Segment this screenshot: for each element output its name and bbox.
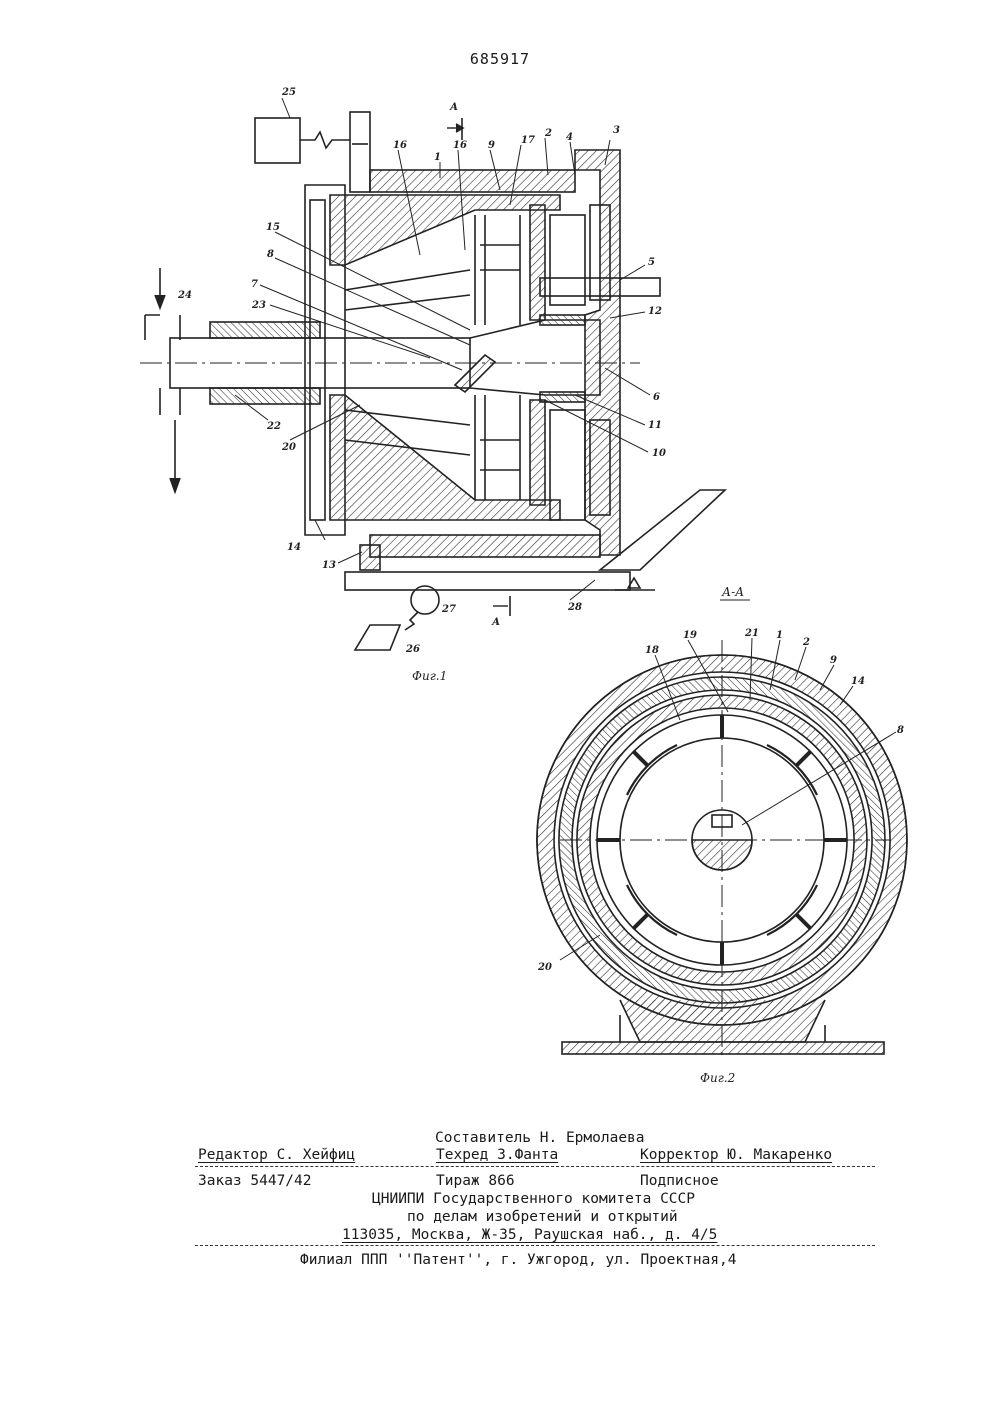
fig1-label: 9 — [488, 140, 495, 151]
section-label: А-А — [721, 585, 744, 599]
divider — [195, 1166, 875, 1167]
fig1-label: 24 — [177, 290, 192, 301]
compiler: Составитель Н. Ермолаева — [435, 1130, 645, 1146]
fig2-label: 8 — [897, 725, 904, 736]
block-26 — [355, 625, 400, 650]
fig1-label: 16 — [393, 140, 407, 151]
fig1-label: 1 — [434, 152, 441, 163]
corrector: Корректор Ю. Макаренко — [640, 1147, 832, 1163]
bearing-bottom — [210, 388, 320, 404]
base-frame — [345, 572, 630, 590]
drive-shaft-box — [350, 112, 370, 192]
right-housing — [575, 150, 620, 555]
branch: Филиал ППП ''Патент'', г. Ужгород, ул. П… — [300, 1252, 737, 1268]
fig1-label: 14 — [287, 542, 301, 553]
figure-2-cross-section — [537, 638, 907, 1060]
fig1-caption: Фиг.1 — [412, 669, 447, 683]
address: 113035, Москва, Ж-35, Раушская наб., д. … — [342, 1227, 717, 1243]
divider — [195, 1245, 875, 1246]
fig1-label: 11 — [648, 420, 662, 431]
fig1-label: 8 — [267, 249, 274, 260]
fig1-label: 27 — [441, 604, 456, 615]
fig1-label: 17 — [521, 135, 535, 146]
fig1-label: 2 — [544, 128, 552, 139]
bearing-top — [210, 322, 320, 338]
section-marker-top: А — [449, 102, 458, 113]
fig1-label: 15 — [266, 222, 280, 233]
cone-top — [330, 195, 560, 265]
fig1-label: 10 — [652, 448, 666, 459]
cone-bottom — [330, 395, 560, 520]
editor: Редактор С. Хейфиц — [198, 1147, 355, 1163]
techred: Техред З.Фанта — [436, 1147, 558, 1163]
fig1-label: 26 — [405, 644, 420, 655]
fig1-label: 5 — [648, 257, 655, 268]
outer-shell-top — [370, 170, 575, 192]
fig1-label: 4 — [566, 132, 573, 143]
order: Заказ 5447/42 — [198, 1173, 312, 1189]
fig1-label: 12 — [648, 306, 662, 317]
org-line-1: ЦНИИПИ Государственного комитета СССР — [372, 1191, 695, 1207]
motor-block — [255, 118, 300, 163]
fig2-label: 21 — [744, 628, 759, 639]
fig1-label: 6 — [653, 392, 660, 403]
coupling-spring — [300, 132, 350, 148]
fig1-label: 16 — [453, 140, 467, 151]
fig2-label: 19 — [683, 630, 697, 641]
figure-1-section — [140, 98, 725, 650]
fig1-label: 25 — [281, 87, 296, 98]
fig1-label: 3 — [613, 125, 620, 136]
fig1-label: 7 — [251, 279, 258, 290]
fig2-base — [562, 1042, 884, 1054]
fig1-label: 22 — [266, 421, 281, 432]
fig1-label: 13 — [322, 560, 336, 571]
fig2-label: 9 — [830, 655, 837, 666]
subscription: Подписное — [640, 1173, 719, 1189]
outer-shell-bottom — [370, 535, 600, 557]
circulation: Тираж 866 — [436, 1173, 515, 1189]
fig2-label: 14 — [851, 676, 865, 687]
section-marker-bottom: А — [491, 617, 500, 628]
fig2-label: 20 — [537, 962, 552, 973]
left-flange-slot — [310, 200, 325, 520]
org-line-2: по делам изобретений и открытий — [407, 1209, 678, 1225]
fig1-label: 20 — [281, 442, 296, 453]
fig2-caption: Фиг.2 — [700, 1071, 735, 1085]
fig2-label: 1 — [776, 630, 783, 641]
fig1-label: 23 — [251, 300, 266, 311]
fig2-label: 18 — [645, 645, 659, 656]
fig2-label: 2 — [802, 637, 810, 648]
fig1-label: 28 — [567, 602, 582, 613]
